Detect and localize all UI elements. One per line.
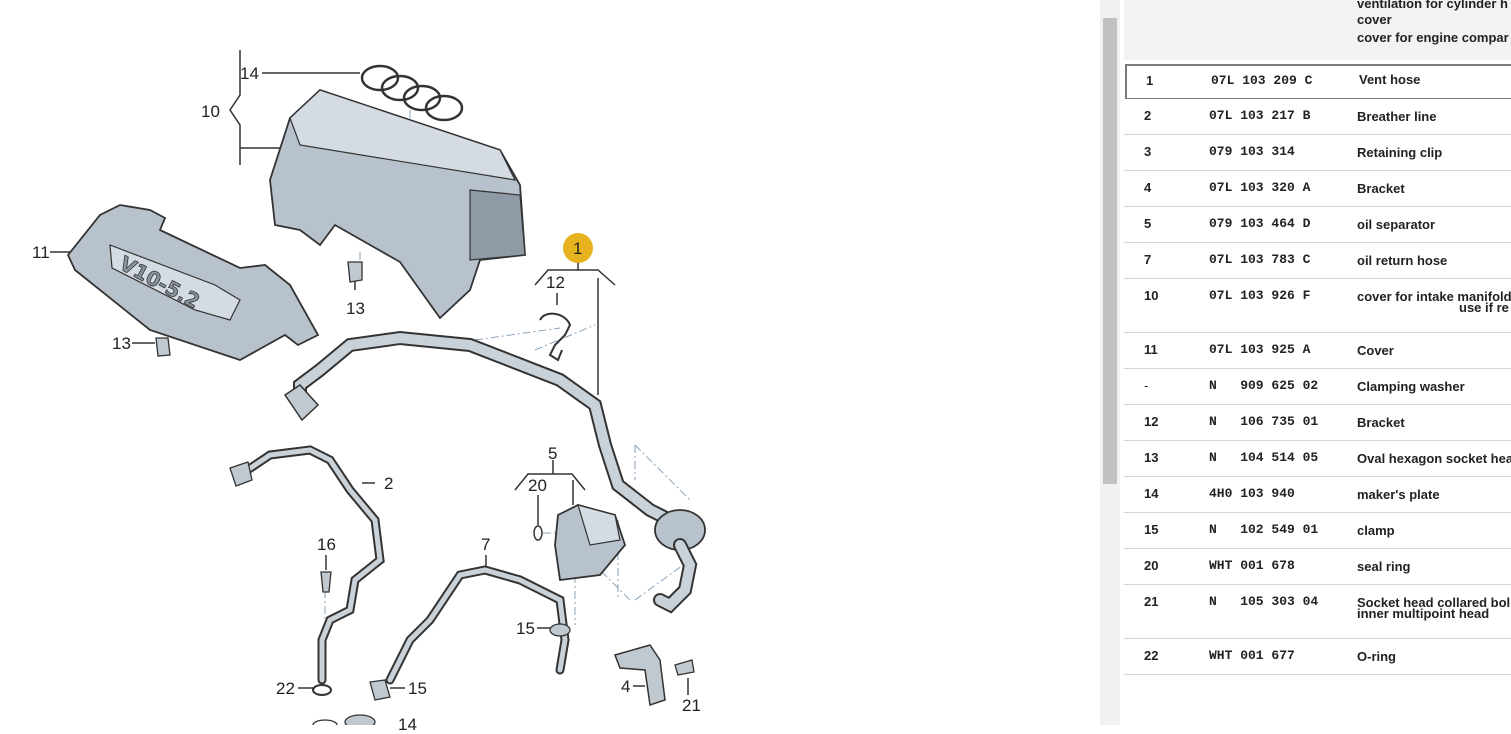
- part-remark: use if re: [1459, 300, 1509, 315]
- part-position: 11: [1144, 342, 1158, 357]
- header-line-3: cover for engine compar: [1357, 30, 1509, 45]
- part-position: 3: [1144, 144, 1152, 159]
- callout-13[interactable]: 13: [112, 334, 131, 353]
- part-number: 079 103 314: [1209, 144, 1295, 159]
- scroll-up-arrow-icon[interactable]: ˄: [1107, 0, 1113, 9]
- part-position: 21: [1144, 594, 1159, 609]
- part-number: N 106 735 01: [1209, 414, 1319, 429]
- part-position: 13: [1144, 450, 1159, 465]
- part-number: 079 103 464 D: [1209, 216, 1311, 231]
- part-position: 7: [1144, 252, 1152, 267]
- parts-row[interactable]: 15 N 102 549 01 clamp: [1124, 513, 1511, 549]
- callout-22[interactable]: 22: [276, 679, 295, 698]
- callout-1[interactable]: 1: [573, 239, 583, 258]
- parts-row[interactable]: 10 07L 103 926 F cover for intake manifo…: [1124, 279, 1511, 333]
- parts-row-selected[interactable]: 1 07L 103 209 C Vent hose: [1125, 64, 1511, 100]
- part-position: 4: [1144, 180, 1152, 195]
- part-number: 07L 103 209 C: [1211, 73, 1313, 88]
- scrollbar-thumb[interactable]: [1103, 18, 1117, 484]
- part-description: Bracket: [1357, 415, 1405, 430]
- part-description: Clamping washer: [1357, 379, 1465, 394]
- header-line-2: cover: [1357, 12, 1392, 27]
- part-number: WHT 001 677: [1209, 648, 1295, 663]
- part-position: 12: [1144, 414, 1159, 429]
- callout-15[interactable]: 15: [516, 619, 535, 638]
- part-number: N 909 625 02: [1209, 378, 1319, 393]
- part-position: 10: [1144, 288, 1159, 303]
- callout-7[interactable]: 7: [481, 535, 491, 554]
- callout-20[interactable]: 20: [528, 476, 547, 495]
- parts-row[interactable]: 7 07L 103 783 C oil return hose: [1124, 243, 1511, 279]
- part-description: Vent hose: [1359, 72, 1421, 87]
- part-description: Bracket: [1357, 181, 1405, 196]
- parts-row[interactable]: 12 N 106 735 01 Bracket: [1124, 405, 1511, 441]
- parts-list: ventilation for cylinder h cover cover f…: [1120, 0, 1511, 725]
- part-position: 15: [1144, 522, 1159, 537]
- callout-15[interactable]: 15: [408, 679, 427, 698]
- parts-row[interactable]: 11 07L 103 925 A Cover: [1124, 333, 1511, 369]
- parts-row[interactable]: 5 079 103 464 D oil separator: [1124, 207, 1511, 243]
- callout-11[interactable]: 11: [32, 243, 50, 262]
- parts-row[interactable]: 3 079 103 314 Retaining clip: [1124, 135, 1511, 171]
- parts-row[interactable]: 14 4H0 103 940 maker's plate: [1124, 477, 1511, 513]
- part-position: 22: [1144, 648, 1159, 663]
- callout-14[interactable]: 14: [240, 64, 259, 83]
- part-number: N 105 303 04: [1209, 594, 1319, 609]
- callout-16[interactable]: 16: [317, 535, 336, 554]
- callout-5[interactable]: 5: [548, 444, 558, 463]
- part-number: N 102 549 01: [1209, 522, 1319, 537]
- part-position: -: [1144, 378, 1149, 393]
- part-position: 2: [1144, 108, 1152, 123]
- callout-13[interactable]: 13: [346, 299, 365, 318]
- parts-row[interactable]: 20 WHT 001 678 seal ring: [1124, 549, 1511, 585]
- callout-21[interactable]: 21: [682, 696, 701, 715]
- part-description: Cover: [1357, 343, 1394, 358]
- parts-list-header: ventilation for cylinder h cover cover f…: [1124, 0, 1511, 60]
- part-number: 07L 103 217 B: [1209, 108, 1311, 123]
- part-description: Oval hexagon socket hea: [1357, 451, 1511, 466]
- parts-row[interactable]: 4 07L 103 320 A Bracket: [1124, 171, 1511, 207]
- part-description: seal ring: [1357, 559, 1411, 574]
- part-position: 1: [1146, 73, 1154, 88]
- exploded-view-drawing: V10-5.2: [50, 50, 706, 725]
- callout-2[interactable]: 2: [384, 474, 394, 493]
- part-description: maker's plate: [1357, 487, 1440, 502]
- part-description: clamp: [1357, 523, 1395, 538]
- callout-10[interactable]: 10: [201, 102, 220, 121]
- highlight-marker: [563, 233, 593, 263]
- part-remark: inner multipoint head: [1357, 606, 1490, 621]
- part-description: cover for intake manifold: [1357, 289, 1511, 304]
- parts-row[interactable]: - N 909 625 02 Clamping washer: [1124, 369, 1511, 405]
- part-description: Breather line: [1357, 109, 1437, 124]
- header-line-1: ventilation for cylinder h: [1357, 0, 1508, 11]
- part-number: 4H0 103 940: [1209, 486, 1295, 501]
- parts-row[interactable]: 21 N 105 303 04 Socket head collared bol…: [1124, 585, 1511, 639]
- part-number: 07L 103 925 A: [1209, 342, 1311, 357]
- part-number: 07L 103 926 F: [1209, 288, 1311, 303]
- parts-row[interactable]: 22 WHT 001 677 O-ring: [1124, 639, 1511, 675]
- parts-row[interactable]: 2 07L 103 217 B Breather line: [1124, 99, 1511, 135]
- part-position: 5: [1144, 216, 1152, 231]
- part-description: O-ring: [1357, 649, 1396, 664]
- part-number: 07L 103 320 A: [1209, 180, 1311, 195]
- part-description: oil separator: [1357, 217, 1436, 232]
- part-number: N 104 514 05: [1209, 450, 1319, 465]
- callout-12[interactable]: 12: [546, 273, 565, 292]
- part-number: WHT 001 678: [1209, 558, 1295, 573]
- callout-4[interactable]: 4: [621, 677, 631, 696]
- part-description: Socket head collared bol: [1357, 595, 1511, 610]
- part-number: 07L 103 783 C: [1209, 252, 1311, 267]
- part-position: 20: [1144, 558, 1159, 573]
- part-description: oil return hose: [1357, 253, 1448, 268]
- part-position: 14: [1144, 486, 1159, 501]
- part-description: Retaining clip: [1357, 145, 1443, 160]
- parts-row[interactable]: 13 N 104 514 05 Oval hexagon socket hea: [1124, 441, 1511, 477]
- parts-diagram[interactable]: V10-5.2: [0, 0, 1100, 733]
